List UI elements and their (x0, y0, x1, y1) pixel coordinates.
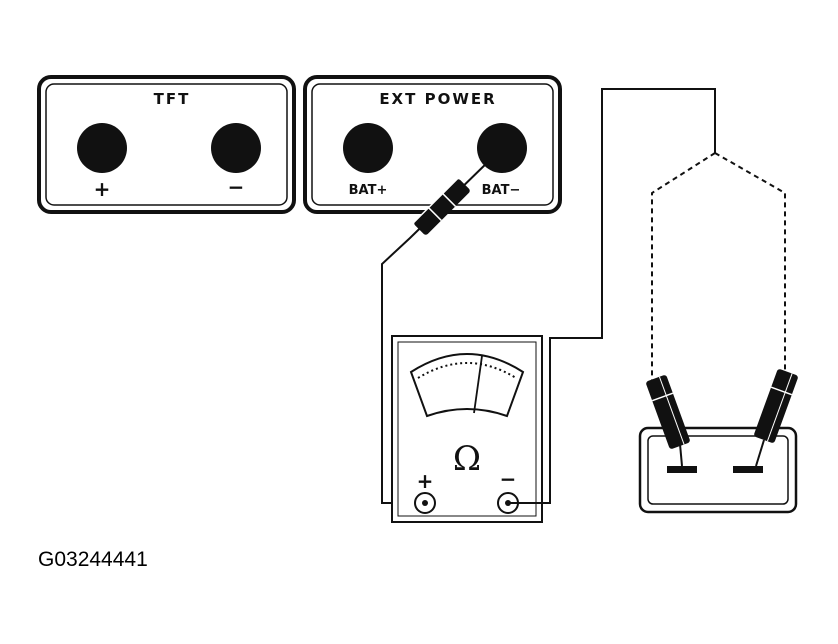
connector-pin-left (667, 466, 697, 473)
tft-panel-outer (37, 75, 296, 214)
meter-body-inner (397, 341, 537, 517)
ohm-symbol: Ω (453, 439, 481, 479)
dashed-lead-left (651, 152, 716, 380)
bat-plus-terminal (343, 123, 393, 173)
ext-power-panel: EXT POWER BAT+ BAT− (303, 75, 562, 214)
dashed-branch-leads (651, 152, 786, 380)
ext-power-panel-label: EXT POWER (379, 90, 496, 108)
tft-minus-terminal (211, 123, 261, 173)
tft-minus-label: − (228, 175, 245, 199)
bat-minus-probe (412, 177, 470, 235)
tft-panel-inner (45, 83, 288, 206)
bat-plus-label: BAT+ (349, 183, 388, 198)
tft-panel: TFT + − (37, 75, 296, 214)
meter-minus-wire (508, 88, 716, 504)
tft-panel-label: TFT (154, 90, 191, 108)
bat-minus-label: BAT− (482, 183, 521, 198)
meter-needle (473, 355, 483, 414)
connector-probe-left (646, 375, 690, 467)
connector (638, 426, 798, 514)
meter-plus-label: + (417, 469, 434, 493)
tft-plus-terminal (77, 123, 127, 173)
dashed-lead-right (714, 152, 786, 380)
tft-plus-label: + (94, 177, 111, 201)
meter-minus-label: − (500, 467, 517, 491)
connector-pin-right (733, 466, 763, 473)
connector-probe-right (754, 369, 798, 467)
meter-scale (417, 362, 517, 379)
ohmmeter: Ω + − (391, 335, 543, 523)
connector-inner (647, 435, 789, 505)
connector-outer (638, 426, 798, 514)
meter-plus-jack-core (422, 500, 428, 506)
meter-dial (409, 353, 525, 418)
figure-id: G03244441 (38, 548, 148, 571)
